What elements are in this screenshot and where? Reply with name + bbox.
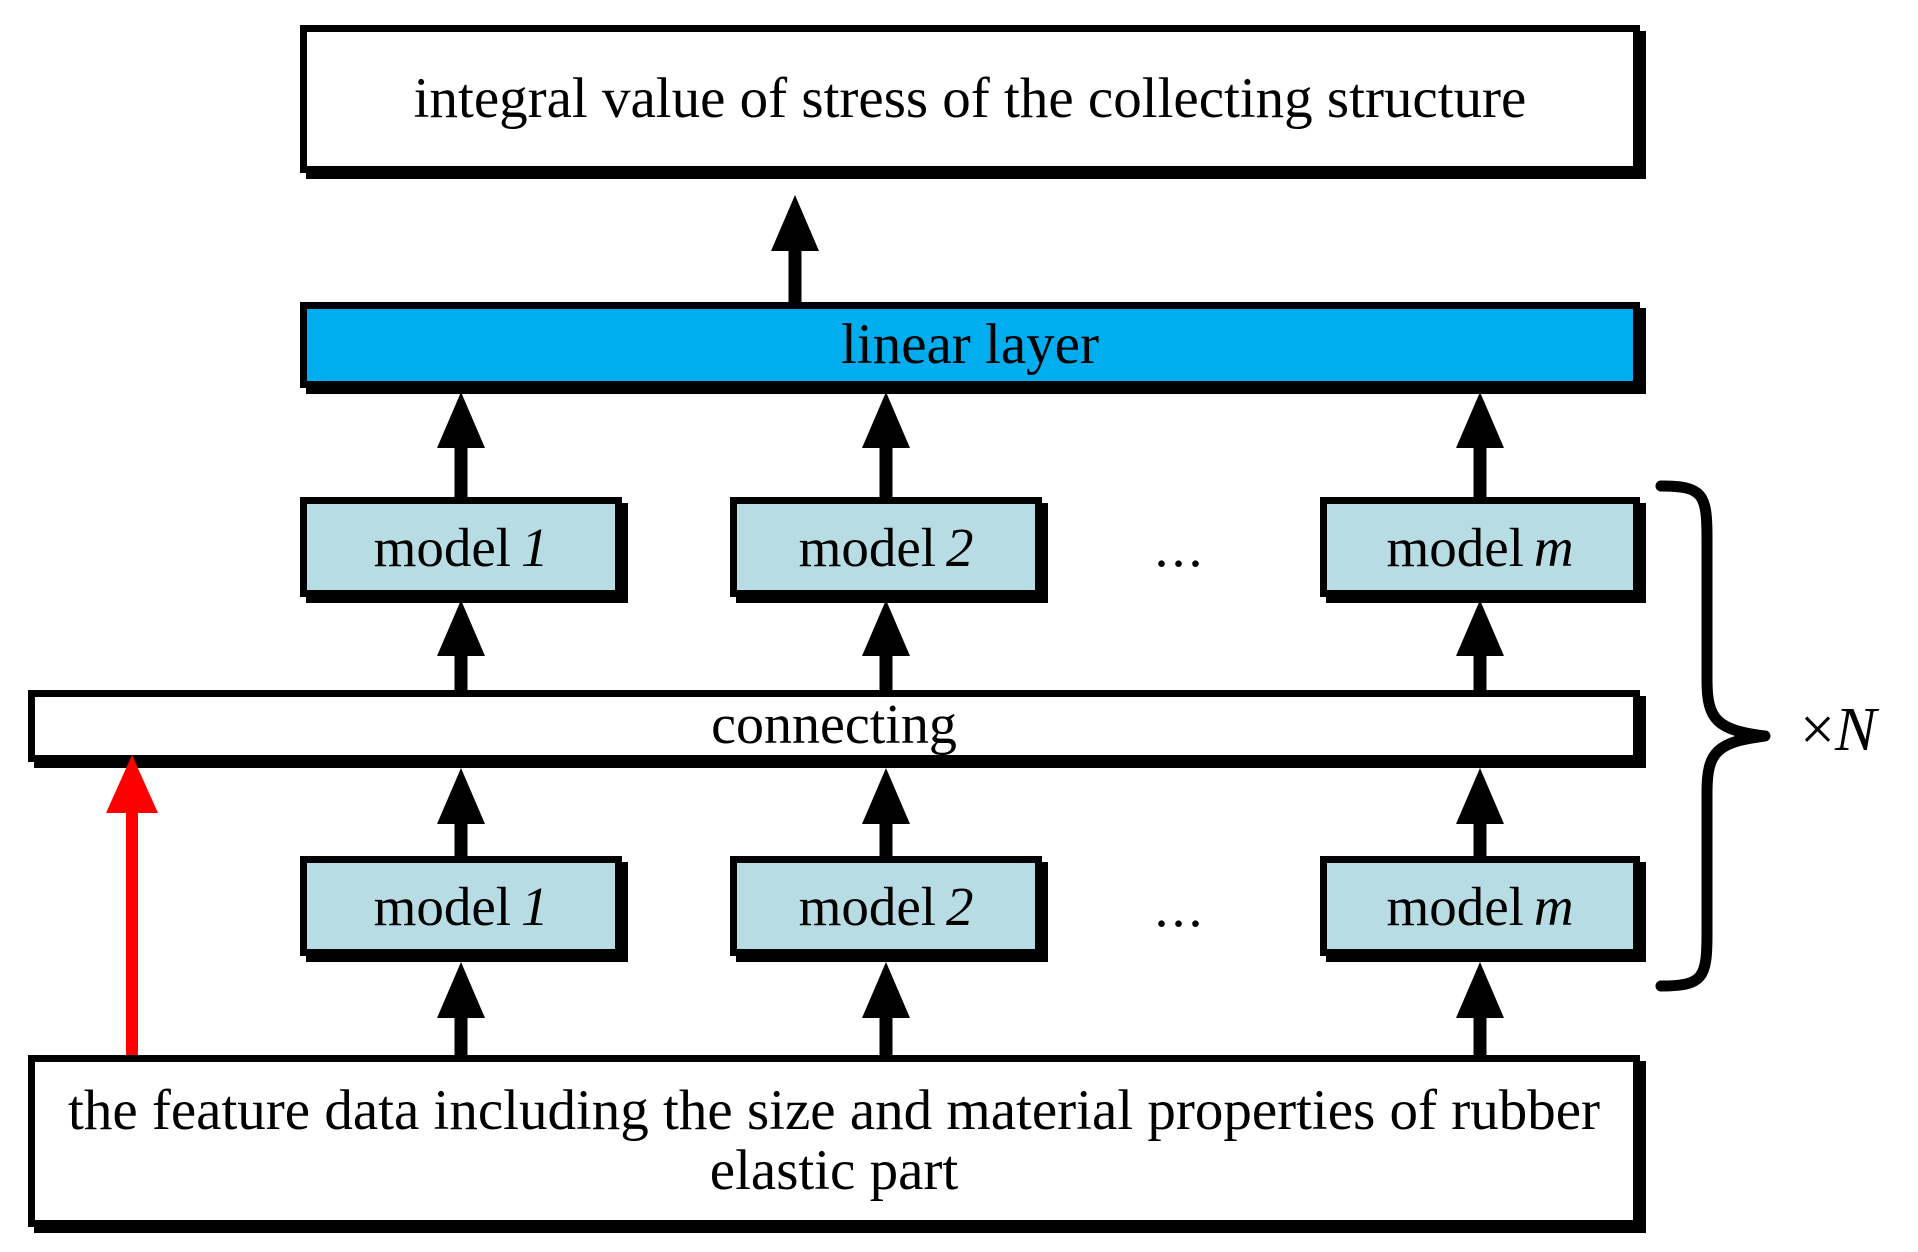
lower-model-index-2: 2 <box>945 875 974 937</box>
upper-model-box-2: model 2 <box>730 497 1042 597</box>
connecting-box: connecting <box>28 690 1640 762</box>
lower-row-ellipsis: ... <box>1154 877 1206 939</box>
output-box: integral value of stress of the collecti… <box>300 25 1640 173</box>
lower-model-box-1: model 1 <box>300 856 622 956</box>
linear-layer-box: linear layer <box>300 302 1640 388</box>
upper-model-box-1: model 1 <box>300 497 622 597</box>
repeat-count-symbol: N <box>1834 696 1877 764</box>
upper-model-index-1: 1 <box>520 516 549 578</box>
lower-model-index-m: m <box>1533 875 1574 937</box>
upper-model-index-2: 2 <box>945 516 974 578</box>
upper-model-box-m: model m <box>1320 497 1640 597</box>
upper-row-ellipsis: ... <box>1154 517 1206 579</box>
lower-model-box-m: model m <box>1320 856 1640 956</box>
repeat-brace-icon <box>1655 480 1780 992</box>
lower-model-index-1: 1 <box>520 875 549 937</box>
upper-model-label-1: model <box>373 516 512 578</box>
lower-model-label-2: model <box>798 875 937 937</box>
upper-model-index-m: m <box>1533 516 1574 578</box>
lower-model-label-m: model <box>1386 875 1524 937</box>
repeat-count-label: ×N <box>1800 695 1876 766</box>
lower-model-label-1: model <box>373 875 512 937</box>
upper-model-label-2: model <box>798 516 937 578</box>
multiplication-sign: × <box>1800 696 1835 764</box>
input-feature-data-box: the feature data including the size and … <box>28 1055 1640 1227</box>
lower-model-box-2: model 2 <box>730 856 1042 956</box>
upper-model-label-m: model <box>1386 516 1524 578</box>
